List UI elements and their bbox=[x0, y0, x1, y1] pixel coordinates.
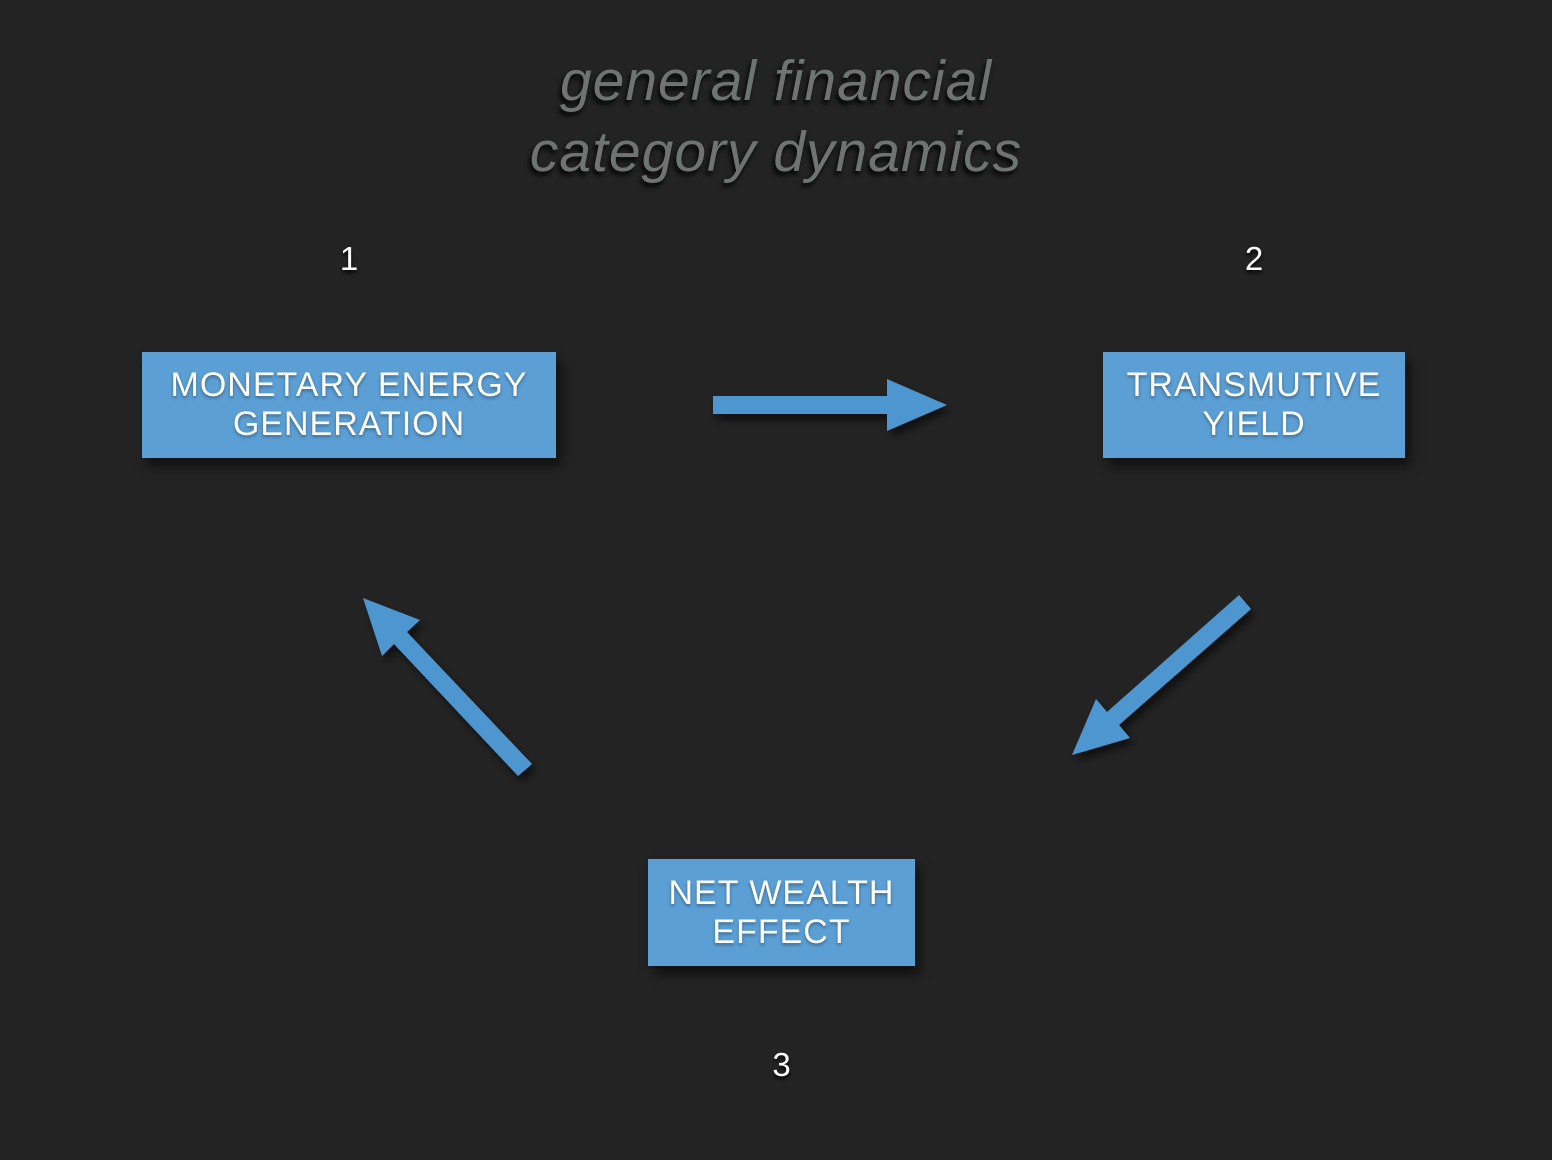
arrow-3-to-1-icon bbox=[363, 598, 532, 776]
slide-title-line2: category dynamics bbox=[529, 120, 1023, 184]
arrow-1-to-2-icon bbox=[713, 379, 947, 431]
node-1-label-line2: GENERATION bbox=[232, 405, 466, 443]
node-transmutive-yield: TRANSMUTIVE YIELD bbox=[1103, 352, 1405, 458]
node-1-label-line1: MONETARY ENERGY bbox=[170, 366, 528, 404]
slide-title: general financial category dynamics bbox=[0, 46, 1552, 188]
node-net-wealth-effect: NET WEALTH EFFECT bbox=[648, 859, 915, 966]
node-2-number: 2 bbox=[1244, 240, 1264, 277]
node-1-number: 1 bbox=[339, 240, 359, 277]
node-3-number: 3 bbox=[772, 1046, 791, 1083]
node-2-label-line2: YIELD bbox=[1202, 405, 1306, 443]
arrow-2-to-3-icon bbox=[1072, 595, 1251, 755]
node-3-label-line1: NET WEALTH bbox=[668, 873, 895, 912]
slide-title-line1: general financial bbox=[559, 49, 993, 113]
node-3-label-line2: EFFECT bbox=[712, 912, 851, 951]
node-monetary-energy-generation: MONETARY ENERGY GENERATION bbox=[142, 352, 556, 458]
node-2-label-line1: TRANSMUTIVE bbox=[1126, 366, 1382, 404]
